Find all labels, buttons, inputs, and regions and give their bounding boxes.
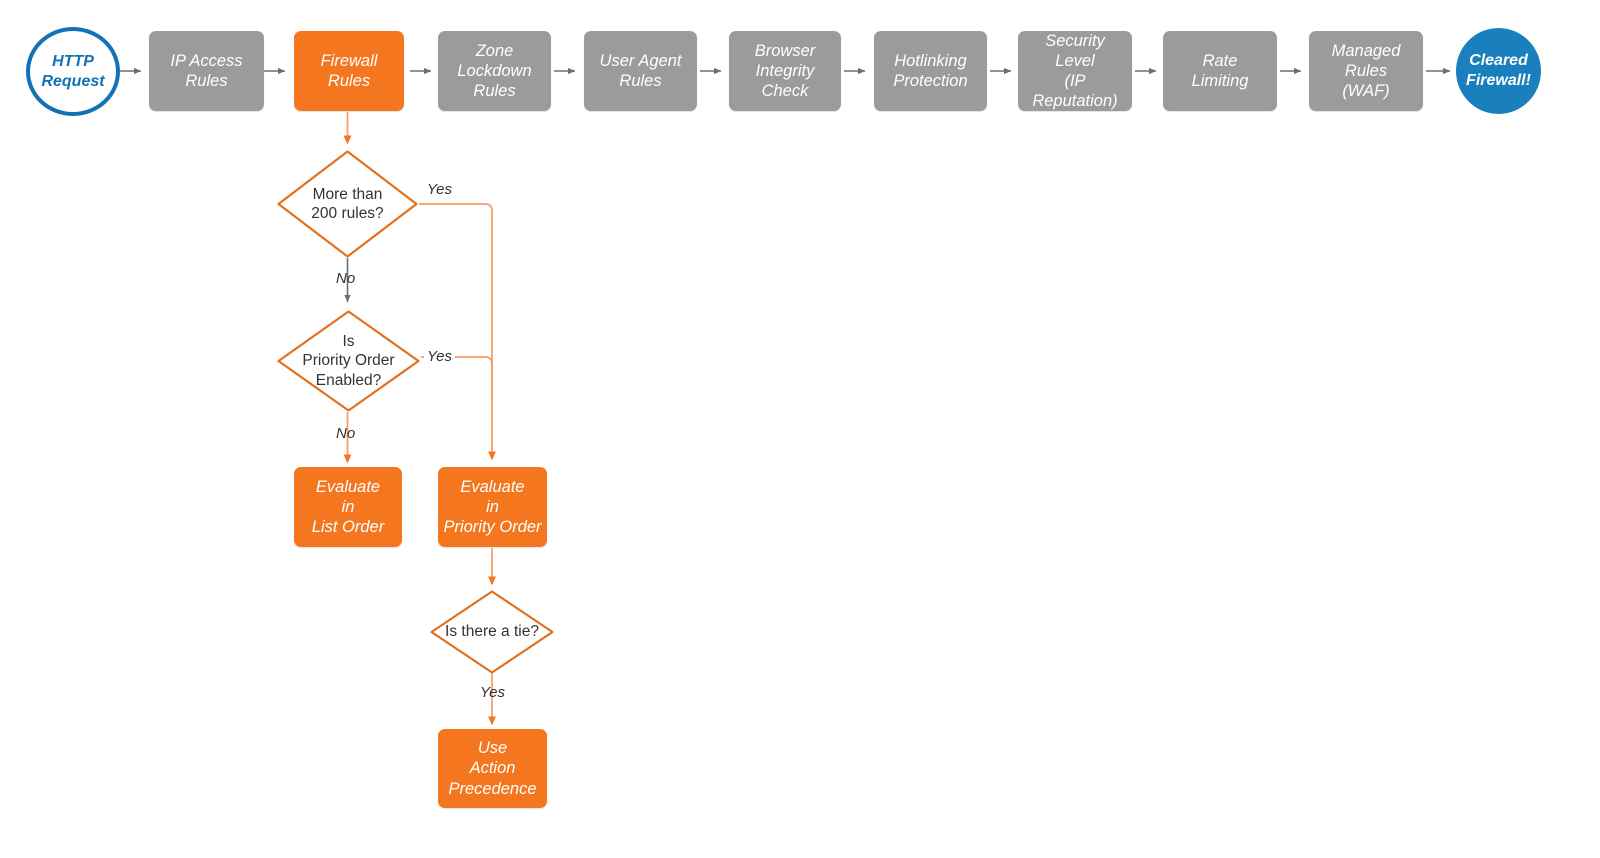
node-zone-lockdown-rules-label: Zone Lockdown Rules <box>457 41 532 101</box>
node-browser-integrity-check[interactable]: Browser Integrity Check <box>729 31 841 111</box>
decision-priority-order-enabled[interactable]: Is Priority Order Enabled? <box>277 310 420 412</box>
node-rate-limiting-label: Rate Limiting <box>1191 51 1249 90</box>
decision-is-there-a-tie-label: Is there a tie? <box>445 623 539 641</box>
node-use-action-precedence[interactable]: Use Action Precedence <box>438 729 547 808</box>
decision-more-than-200-rules-label: More than 200 rules? <box>311 185 384 222</box>
node-cleared-firewall-label: Cleared Firewall! <box>1466 52 1531 89</box>
node-ip-access-rules[interactable]: IP Access Rules <box>149 31 264 111</box>
node-ip-access-rules-label: IP Access Rules <box>170 51 243 90</box>
edge-label-tie-yes: Yes <box>480 684 506 701</box>
node-user-agent-rules[interactable]: User Agent Rules <box>584 31 697 111</box>
node-rate-limiting[interactable]: Rate Limiting <box>1163 31 1277 111</box>
node-firewall-rules[interactable]: Firewall Rules <box>294 31 404 111</box>
node-hotlinking-protection[interactable]: Hotlinking Protection <box>874 31 987 111</box>
decision-more-than-200-rules[interactable]: More than 200 rules? <box>277 150 418 258</box>
node-browser-integrity-check-label: Browser Integrity Check <box>754 41 816 101</box>
node-http-request-label: HTTP Request <box>41 52 105 90</box>
edge-label-more-than-200-yes: Yes <box>427 181 453 198</box>
node-zone-lockdown-rules[interactable]: Zone Lockdown Rules <box>438 31 551 111</box>
diamond-shape-icon <box>277 310 420 412</box>
edge-label-priority-order-yes: Yes <box>424 348 456 365</box>
node-managed-rules-waf-label: Managed Rules (WAF) <box>1331 41 1401 101</box>
diamond-shape-icon <box>277 150 418 258</box>
node-use-action-precedence-label: Use Action Precedence <box>448 739 537 798</box>
node-evaluate-in-list-order-label: Evaluate in List Order <box>311 477 385 537</box>
node-security-level-label: Security Level (IP Reputation) <box>1032 31 1118 111</box>
node-user-agent-rules-label: User Agent Rules <box>599 51 682 90</box>
edge-label-more-than-200-no: No <box>336 270 356 287</box>
edge-more-than-200-yes <box>419 203 496 461</box>
node-firewall-rules-label: Firewall Rules <box>320 51 378 90</box>
node-evaluate-in-list-order[interactable]: Evaluate in List Order <box>294 467 402 547</box>
node-managed-rules-waf[interactable]: Managed Rules (WAF) <box>1309 31 1423 111</box>
node-cleared-firewall[interactable]: Cleared Firewall! <box>1456 28 1541 114</box>
decision-is-there-a-tie[interactable]: Is there a tie? <box>430 590 554 674</box>
node-hotlinking-protection-label: Hotlinking Protection <box>893 51 968 90</box>
node-evaluate-in-priority-order[interactable]: Evaluate in Priority Order <box>438 467 547 547</box>
node-evaluate-in-priority-order-label: Evaluate in Priority Order <box>443 477 542 537</box>
node-security-level[interactable]: Security Level (IP Reputation) <box>1018 31 1132 111</box>
diamond-shape-icon <box>430 590 554 674</box>
node-http-request[interactable]: HTTP Request <box>26 27 120 116</box>
decision-priority-order-enabled-label: Is Priority Order Enabled? <box>302 332 395 389</box>
edge-label-priority-order-no: No <box>336 425 356 442</box>
